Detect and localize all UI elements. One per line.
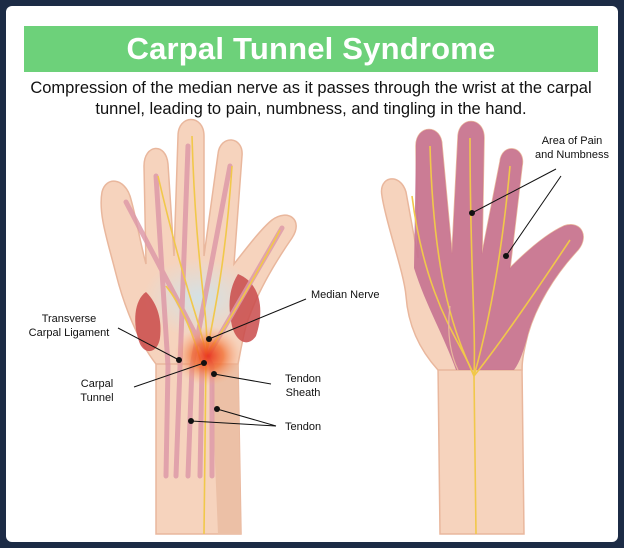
leader-lines xyxy=(117,168,562,427)
label-median-nerve: Median Nerve xyxy=(311,289,379,301)
subtitle: Compression of the median nerve as it pa… xyxy=(24,78,598,120)
right-median-nerve xyxy=(411,137,571,535)
label-sheath-line-2: Sheath xyxy=(286,387,321,399)
hand-illustrations: Median Nerve Transverse Carpal Ligament … xyxy=(29,118,609,535)
right-hand xyxy=(380,120,584,535)
poster-frame: Carpal Tunnel Syndrome Compression of th… xyxy=(6,6,618,542)
left-hypothenar-muscle xyxy=(135,292,161,352)
label-carpal-line-1: Carpal xyxy=(81,378,113,390)
label-transverse-line-2: Carpal Ligament xyxy=(29,327,110,339)
label-carpal-line-2: Tunnel xyxy=(80,392,113,404)
title-banner: Carpal Tunnel Syndrome xyxy=(24,26,598,72)
right-wrist xyxy=(437,365,525,535)
label-sheath-line-1: Tendon xyxy=(285,373,321,385)
label-pain-line-2: and Numbness xyxy=(535,149,609,161)
left-thenar-muscle xyxy=(229,274,261,343)
pain-area xyxy=(414,121,584,370)
inflammation-area xyxy=(174,326,242,386)
page-title: Carpal Tunnel Syndrome xyxy=(126,31,496,66)
label-transverse-line-1: Transverse xyxy=(42,313,97,325)
subtitle-line-1: Compression of the median nerve as it pa… xyxy=(30,79,592,97)
label-pain-line-1: Area of Pain xyxy=(542,135,603,147)
subtitle-line-2: tunnel, leading to pain, numbness, and t… xyxy=(95,100,527,118)
label-tendon: Tendon xyxy=(285,421,321,433)
left-hand xyxy=(100,118,297,535)
leader-dots xyxy=(176,210,509,424)
